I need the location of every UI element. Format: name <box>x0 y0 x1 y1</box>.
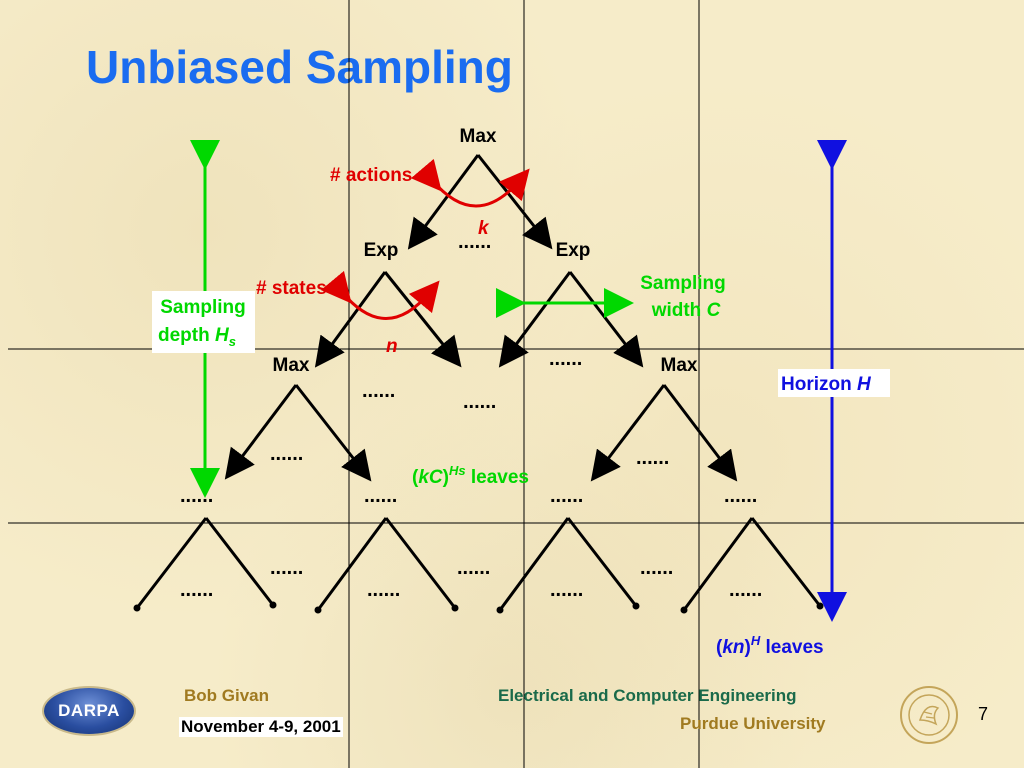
dots-mid-center: ...... <box>463 391 496 413</box>
sampling-depth-line2: depth <box>158 325 210 346</box>
dots-depth-3: ...... <box>550 485 583 507</box>
purdue-seal-icon <box>900 686 958 744</box>
horizon-var: H <box>857 374 872 395</box>
kn-leaves-label: (kn)H leaves <box>716 633 824 658</box>
presentation-date: November 4-9, 2001 <box>179 717 343 737</box>
dots-depth-4: ...... <box>724 485 757 507</box>
max-left-branches <box>224 384 372 482</box>
sampling-depth-var: H <box>215 325 230 346</box>
sampling-depth-line1: Sampling <box>160 297 246 318</box>
kn-leaves-word: leaves <box>760 637 823 658</box>
max-right-branches <box>590 384 738 482</box>
horizon-label-group: Horizon H <box>781 374 872 395</box>
dots-mid-left: ...... <box>362 380 395 402</box>
dots-bottom-4: ...... <box>180 579 213 601</box>
kn-leaves-open: ( <box>716 637 723 658</box>
sampling-depth-sub: s <box>229 334 236 349</box>
exp-right-label: Exp <box>556 240 591 261</box>
darpa-logo-text: DARPA <box>58 701 120 720</box>
kc-leaves-var: kC <box>418 467 443 488</box>
dots-depth-1: ...... <box>180 485 213 507</box>
kc-leaves-open: ( <box>412 467 419 488</box>
sampling-width-var: C <box>707 300 721 321</box>
kn-leaves-close: ) <box>745 637 751 658</box>
states-arc <box>320 270 440 320</box>
sampling-depth-box <box>152 291 255 353</box>
bottom-subtrees <box>135 517 822 611</box>
darpa-logo: DARPA <box>44 688 134 734</box>
dots-bottom-1: ...... <box>270 557 303 579</box>
slide-title: Unbiased Sampling <box>86 41 513 93</box>
page-number: 7 <box>978 704 989 724</box>
dots-max-right: ...... <box>636 447 669 469</box>
kn-leaves-sup: H <box>751 633 761 648</box>
dots-bottom-6: ...... <box>550 579 583 601</box>
kc-leaves-label: (kC)Hs leaves <box>412 463 529 488</box>
kc-leaves-close: ) <box>443 467 449 488</box>
sampling-width-line2-group: width C <box>651 300 721 321</box>
sampling-depth-line2-group: depth Hs <box>158 325 236 349</box>
horizon-label: Horizon <box>781 374 852 395</box>
horizon-box <box>778 369 890 397</box>
exp-left-label: Exp <box>364 240 399 261</box>
kc-leaves-word: leaves <box>466 467 529 488</box>
dots-exp-right: ...... <box>549 348 582 370</box>
dots-bottom-7: ...... <box>729 579 762 601</box>
actions-arc <box>410 158 530 208</box>
actions-var: k <box>478 218 490 239</box>
states-label: # states <box>256 278 327 299</box>
actions-label: # actions <box>330 165 412 186</box>
university-name: Purdue University <box>680 714 826 733</box>
max-right-label: Max <box>661 355 698 376</box>
dots-root: ...... <box>458 231 491 253</box>
sampling-width-line2: width <box>651 300 702 321</box>
kc-leaves-sup: Hs <box>449 463 466 478</box>
author-name: Bob Givan <box>184 686 270 705</box>
dots-bottom-2: ...... <box>457 557 490 579</box>
max-left-label: Max <box>273 355 310 376</box>
dots-bottom-3: ...... <box>640 557 673 579</box>
dots-max-left: ...... <box>270 443 303 465</box>
states-var: n <box>386 336 398 357</box>
dots-depth-2: ...... <box>364 485 397 507</box>
kn-leaves-var: kn <box>722 637 744 658</box>
dots-bottom-5: ...... <box>367 579 400 601</box>
department-name: Electrical and Computer Engineering <box>498 686 797 705</box>
root-max-label: Max <box>460 126 497 147</box>
exp-right-branches <box>498 271 644 368</box>
leaf-dots <box>133 601 824 614</box>
sampling-width-line1: Sampling <box>640 273 726 294</box>
